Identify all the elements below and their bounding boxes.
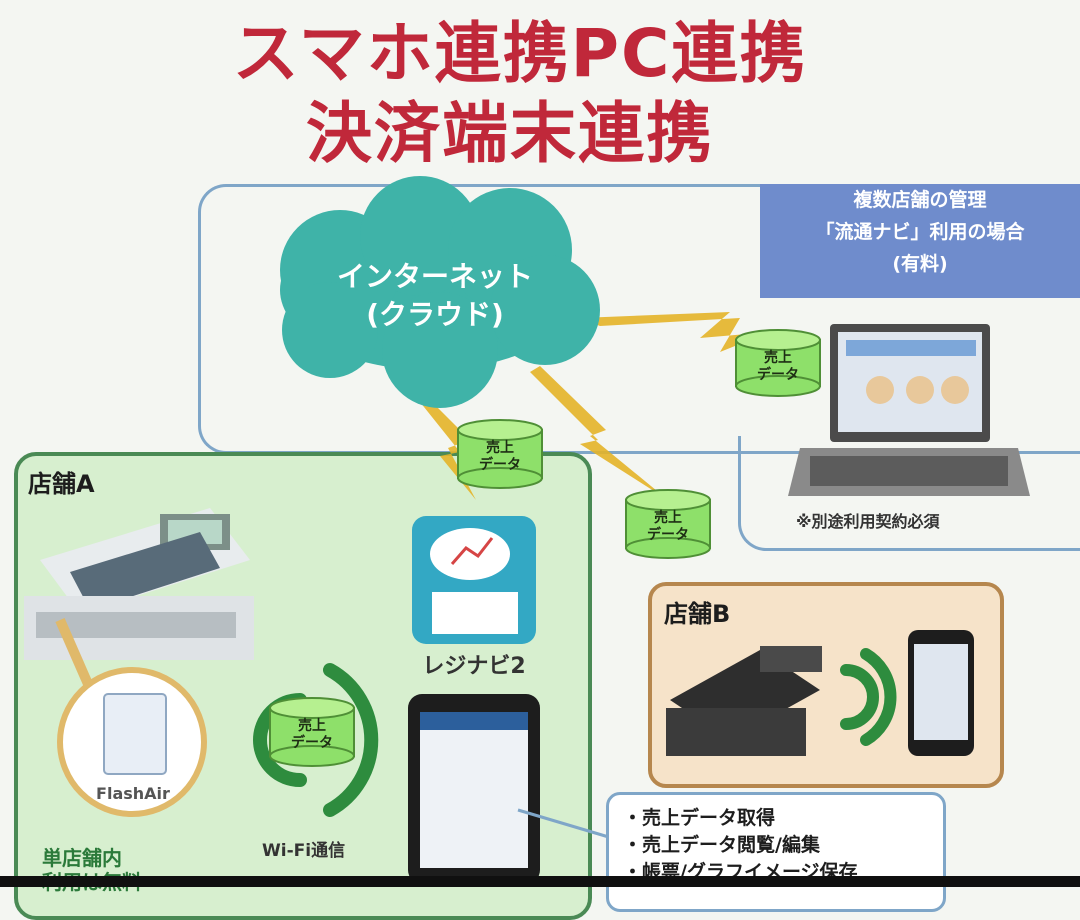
flashair-card-icon [103, 693, 167, 775]
sales-data-label-line2: データ [291, 735, 333, 751]
multi-store-info-box: 複数店舗の管理 「流通ナビ」利用の場合 (有料) [760, 184, 1080, 298]
page-title: スマホ連携PC連携 [232, 15, 808, 92]
cloud-label-line2: (クラウド) [366, 298, 504, 331]
regi-navi-app-icon [412, 516, 536, 644]
sales-data-label-store-b: 売上 データ [626, 510, 710, 544]
sales-data-label-line2: データ [647, 527, 689, 543]
sales-data-label-line2: データ [479, 457, 521, 473]
app-label: レジナビ2 [422, 654, 526, 679]
flashair-label: FlashAir [96, 784, 170, 803]
sales-data-cylinder-wifi [269, 697, 355, 767]
diagram-graphics [24, 176, 1030, 884]
page-subtitle: 決済端末連携 [306, 95, 714, 172]
feature-item: ・売上データ閲覧/編集 [623, 834, 820, 856]
sales-data-label-line1: 売上 [764, 350, 792, 366]
cloud-label: インターネット (クラウド) [300, 258, 570, 334]
cloud-icon [280, 176, 600, 408]
single-store-line1: 単店舗内 [42, 846, 122, 870]
feature-item: ・売上データ取得 [623, 807, 776, 829]
cash-register-b-icon [666, 646, 822, 756]
sales-data-cylinder-store-a-top [457, 419, 543, 489]
sales-data-label-line2: データ [757, 367, 799, 383]
store-a-label: 店舗A [28, 470, 95, 498]
sales-data-cylinder-store-b [625, 489, 711, 559]
tablet-icon [408, 694, 540, 884]
bottom-bar [0, 876, 1080, 887]
wifi-icon-b [840, 648, 897, 746]
laptop-icon [788, 324, 1030, 496]
sales-data-label-line1: 売上 [654, 510, 682, 526]
lightning-bolt-laptop [580, 312, 770, 352]
smartphone-icon [908, 630, 974, 756]
sales-data-label-laptop: 売上 データ [736, 350, 820, 384]
sales-data-cylinder-laptop [735, 329, 821, 397]
multi-store-line2: 「流通ナビ」利用の場合 [815, 221, 1025, 243]
sales-data-label-store-a-top: 売上 データ [458, 440, 542, 474]
network-frame [198, 184, 1080, 454]
store-b-label: 店舗B [664, 600, 731, 628]
laptop-note: ※別途利用契約必須 [796, 512, 940, 531]
multi-store-line1: 複数店舗の管理 [853, 189, 987, 211]
sales-data-label-line1: 売上 [298, 718, 326, 734]
sales-data-label-line1: 売上 [486, 440, 514, 456]
feature-list-bubble: ・売上データ取得 ・売上データ閲覧/編集 ・帳票/グラフイメージ保存 [606, 792, 946, 912]
laptop-frame [738, 436, 1080, 551]
cash-register-a-icon [24, 508, 254, 660]
sales-data-label-wifi: 売上 データ [270, 718, 354, 752]
cloud-label-line1: インターネット [336, 260, 533, 293]
lightning-bolt-store-b [530, 366, 668, 500]
multi-store-line3: (有料) [892, 253, 948, 275]
wifi-label: Wi-Fi通信 [262, 841, 346, 861]
